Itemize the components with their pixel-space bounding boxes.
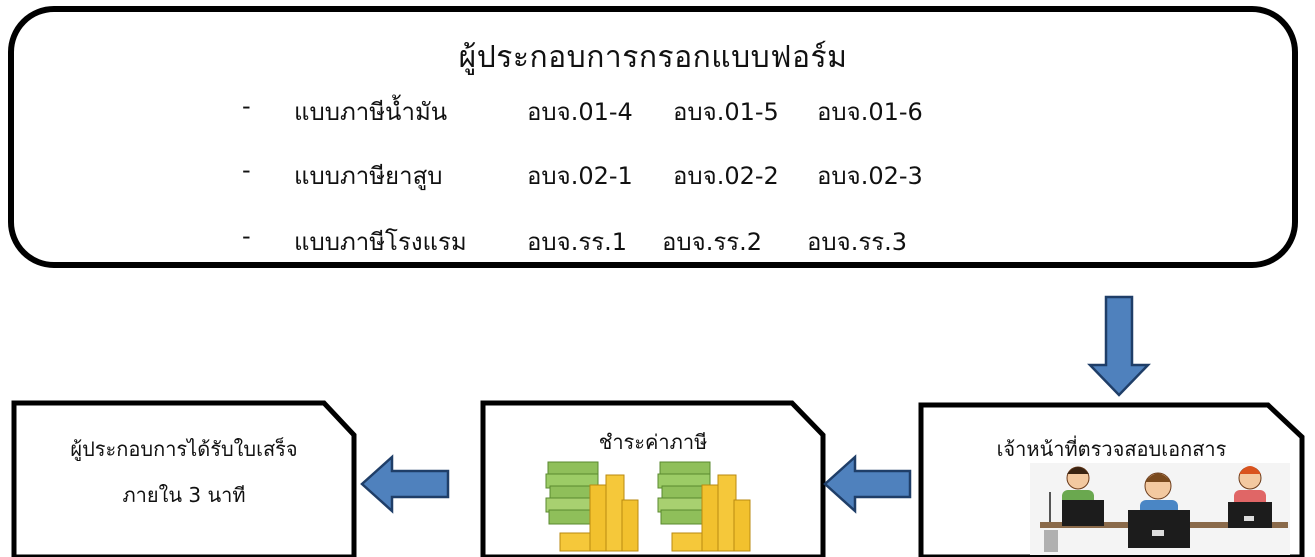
form-code: อบจ.02-3 (817, 162, 923, 190)
form-code: อบจ.02-2 (673, 162, 779, 190)
form-code: อบจ.รร.2 (662, 228, 763, 256)
money-icon (545, 461, 639, 552)
arrow-down-icon (1087, 295, 1151, 397)
bullet-dash: - (242, 156, 251, 184)
form-code: อบจ.01-4 (527, 98, 633, 126)
bullet-dash: - (242, 222, 251, 250)
form-code: อบจ.02-1 (527, 162, 633, 190)
arrow-left-icon (823, 454, 912, 514)
form-label-hotel: แบบภาษีโรงแรม (294, 228, 467, 256)
form-code: อบจ.รร.3 (807, 228, 908, 256)
payment-label: ชำระค่าภาษี (598, 430, 708, 454)
receipt-box (11, 400, 357, 557)
receipt-label-line1: ผู้ประกอบการได้รับใบเสร็จ (70, 437, 298, 461)
money-icon (657, 461, 751, 552)
officer-label: เจ้าหน้าที่ตรวจสอบเอกสาร (996, 437, 1227, 461)
form-filling-title: ผู้ประกอบการกรอกแบบฟอร์ม (458, 40, 848, 75)
form-filling-box: ผู้ประกอบการกรอกแบบฟอร์ม (8, 6, 1298, 268)
form-label-oil: แบบภาษีน้ำมัน (294, 98, 448, 126)
form-code: อบจ.01-6 (817, 98, 923, 126)
form-label-tobacco: แบบภาษียาสูบ (294, 162, 443, 190)
form-code: อบจ.รร.1 (527, 228, 628, 256)
receipt-label-line2: ภายใน 3 นาที (122, 483, 246, 507)
arrow-left-icon (360, 454, 450, 514)
form-code: อบจ.01-5 (673, 98, 779, 126)
bullet-dash: - (242, 92, 251, 120)
office-workers-icon (1030, 463, 1290, 555)
